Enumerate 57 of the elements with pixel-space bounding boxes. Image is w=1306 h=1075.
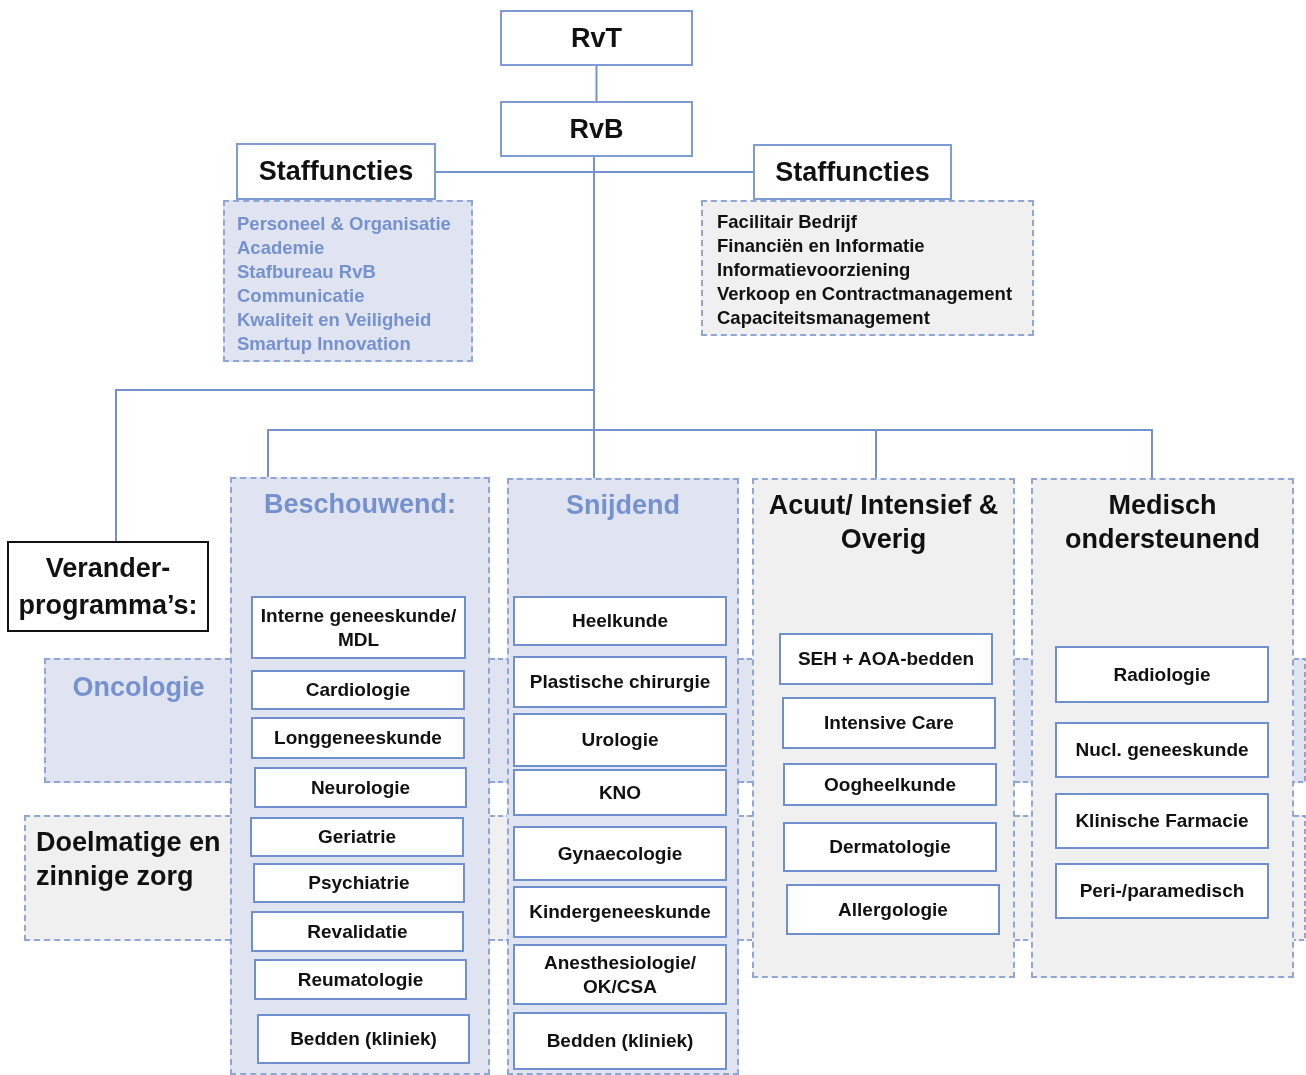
department-column <box>230 477 490 1075</box>
department-box: Allergologie <box>786 884 1000 935</box>
list-item: Financiën en Informatie <box>717 234 925 258</box>
department-box: Heelkunde <box>513 596 727 646</box>
list-item: Verkoop en Contractmanagement <box>717 282 1013 306</box>
column-heading: Acuut/ Intensief & Overig <box>767 489 1000 556</box>
org-box: Staffuncties <box>753 144 952 200</box>
department-box: Neurologie <box>254 767 467 808</box>
staff-list-panel <box>223 200 473 362</box>
program-band <box>44 658 231 783</box>
org-box: RvT <box>500 10 693 66</box>
department-column <box>507 478 739 1075</box>
staff-list-panel <box>701 200 1034 336</box>
list-item: Academie <box>237 236 325 260</box>
list-item: Kwaliteit en Veiligheid <box>237 308 432 332</box>
department-column <box>752 478 1015 978</box>
department-column <box>1031 478 1294 978</box>
department-box: Plastische chirurgie <box>513 656 727 708</box>
list-item: Communicatie <box>237 284 365 308</box>
program-box: Verander- programma’s: <box>7 541 209 632</box>
department-box: Psychiatrie <box>253 863 465 903</box>
department-box: Geriatrie <box>250 817 464 857</box>
program-label: Oncologie <box>71 671 206 704</box>
list-item: Stafbureau RvB <box>237 260 376 284</box>
department-box: Longgeneeskunde <box>251 717 465 759</box>
department-box: Cardiologie <box>251 670 465 710</box>
department-box: Interne geneeskunde/ MDL <box>251 596 466 659</box>
list-item: Facilitair Bedrijf <box>717 210 857 234</box>
program-label: Doelmatige en zinnige zorg <box>36 826 222 893</box>
org-box: RvB <box>500 101 693 157</box>
department-box: Anesthesiologie/ OK/CSA <box>513 944 727 1005</box>
column-heading: Snijdend <box>565 489 681 522</box>
department-box: Urologie <box>513 713 727 767</box>
column-heading: Beschouwend: <box>263 488 457 521</box>
department-box: Peri-/paramedisch <box>1055 863 1269 919</box>
list-item: Informatievoorziening <box>717 258 911 282</box>
list-item: Smartup Innovation <box>237 332 411 356</box>
department-box: Intensive Care <box>782 697 996 749</box>
department-box: Bedden (kliniek) <box>257 1014 470 1064</box>
department-box: Kindergeneeskunde <box>513 886 727 938</box>
list-item: Personeel & Organisatie <box>237 212 451 236</box>
department-box: Revalidatie <box>251 911 464 952</box>
department-box: SEH + AOA-bedden <box>779 633 993 685</box>
department-box: Gynaecologie <box>513 826 727 881</box>
department-box: Oogheelkunde <box>783 763 997 806</box>
department-box: Nucl. geneeskunde <box>1055 722 1269 778</box>
org-box: Staffuncties <box>236 143 436 200</box>
department-box: KNO <box>513 769 727 816</box>
department-box: Dermatologie <box>783 822 997 872</box>
program-band <box>24 815 231 941</box>
department-box: Bedden (kliniek) <box>513 1012 727 1070</box>
list-item: Capaciteitsmanagement <box>717 306 930 330</box>
connector-line <box>595 65 598 102</box>
department-box: Reumatologie <box>254 959 467 1000</box>
department-box: Radiologie <box>1055 646 1269 703</box>
department-box: Klinische Farmacie <box>1055 793 1269 849</box>
column-heading: Medisch ondersteunend <box>1064 489 1261 556</box>
